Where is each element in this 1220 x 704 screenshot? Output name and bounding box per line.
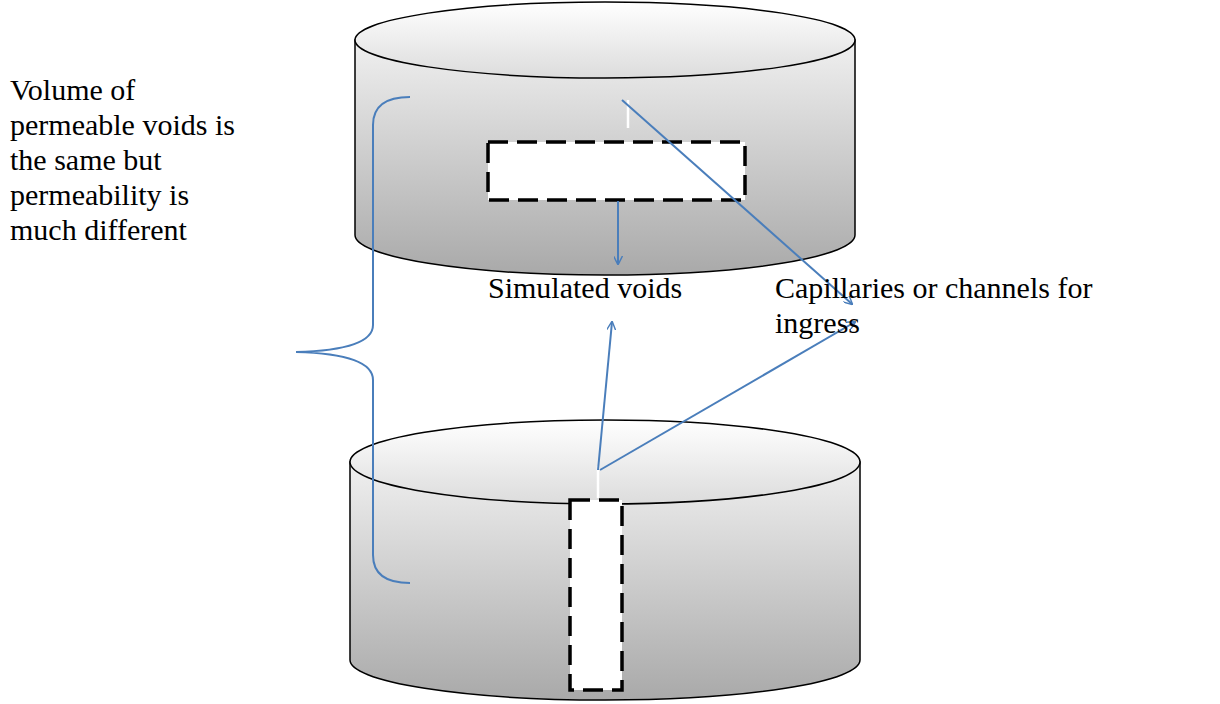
bottom-cylinder [350, 420, 860, 700]
brace [296, 97, 410, 583]
top-cylinder [355, 2, 855, 275]
callout-label: Simulated voids [488, 270, 688, 305]
callout-label: Capillaries or channels for ingress [775, 270, 1115, 340]
note-text: Volume of permeable voids is the same bu… [10, 72, 260, 247]
